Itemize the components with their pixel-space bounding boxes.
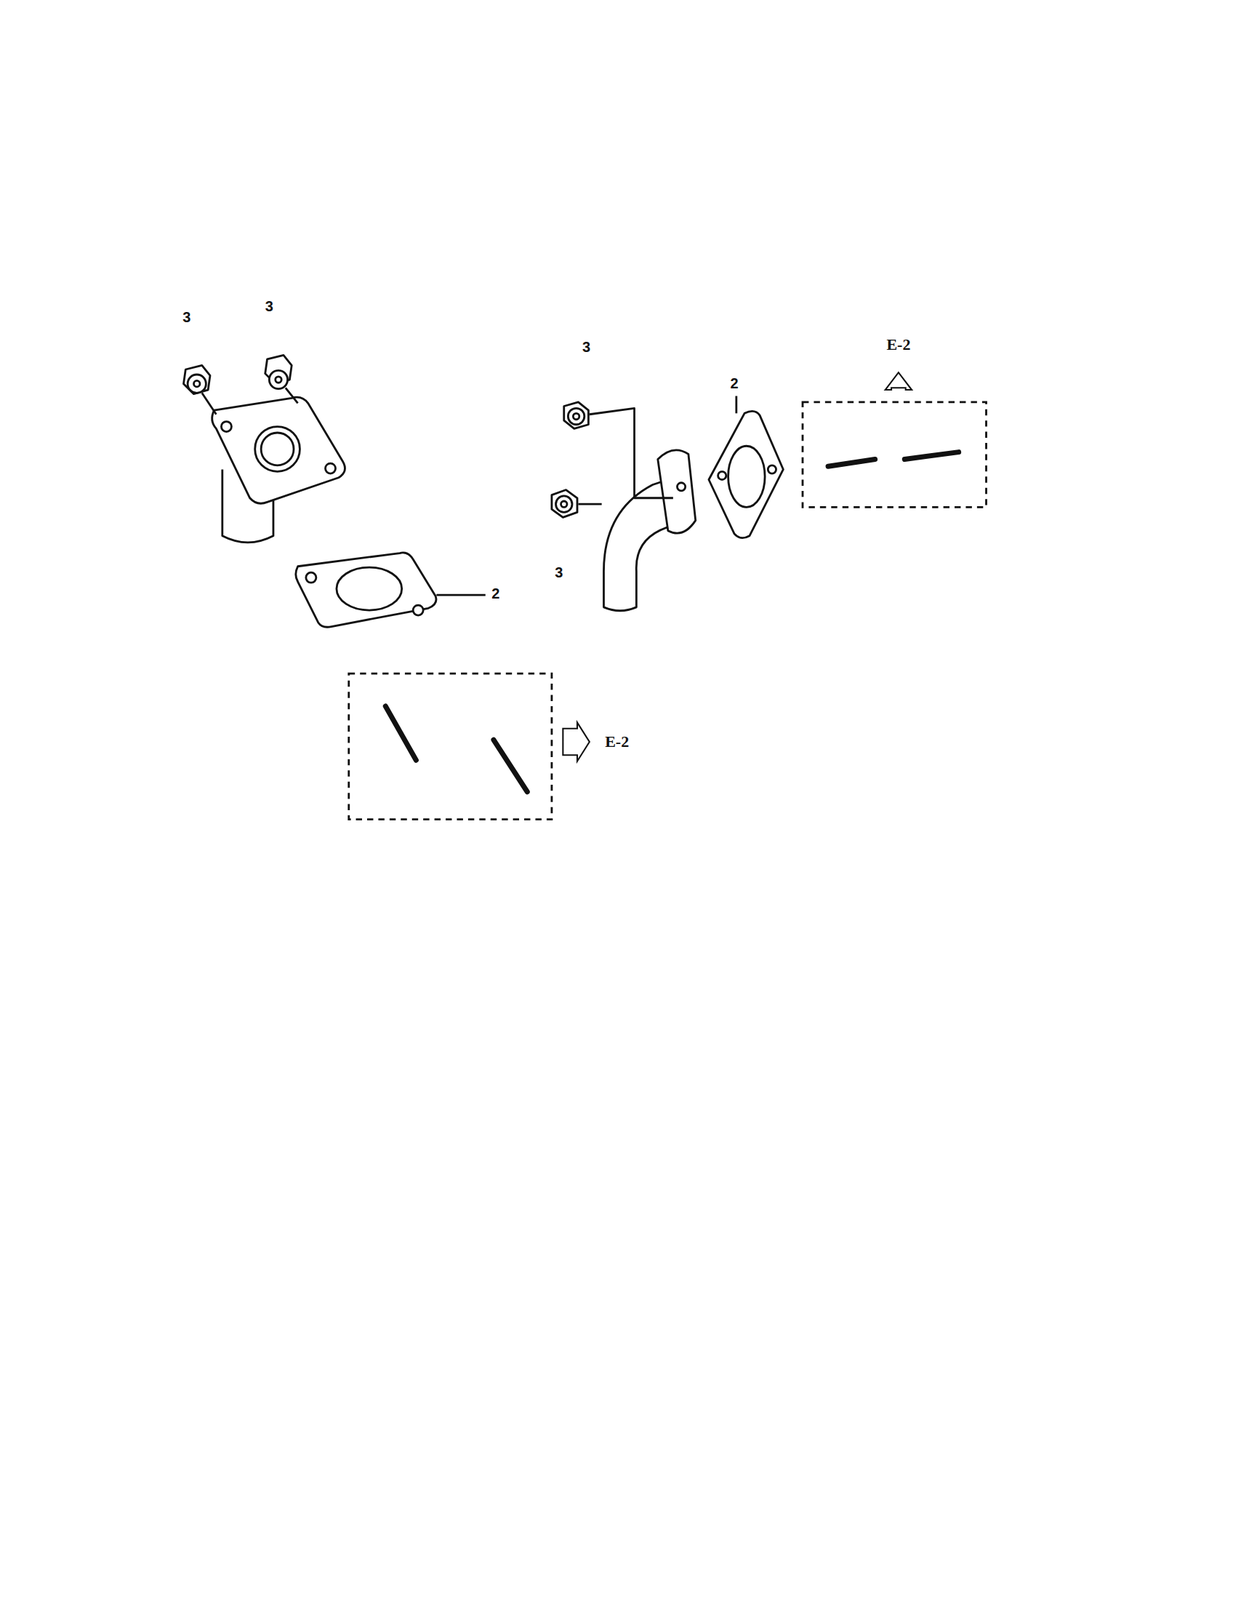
callout-number: 2	[728, 375, 740, 392]
reference-label: E-2	[603, 732, 631, 751]
reference-label: E-2	[884, 335, 912, 354]
callout-number: 3	[580, 338, 592, 355]
callout-number: 3	[181, 308, 192, 325]
callout-number: 2	[490, 585, 501, 602]
callout-number: 3	[553, 564, 565, 581]
callout-number: 3	[263, 298, 275, 315]
